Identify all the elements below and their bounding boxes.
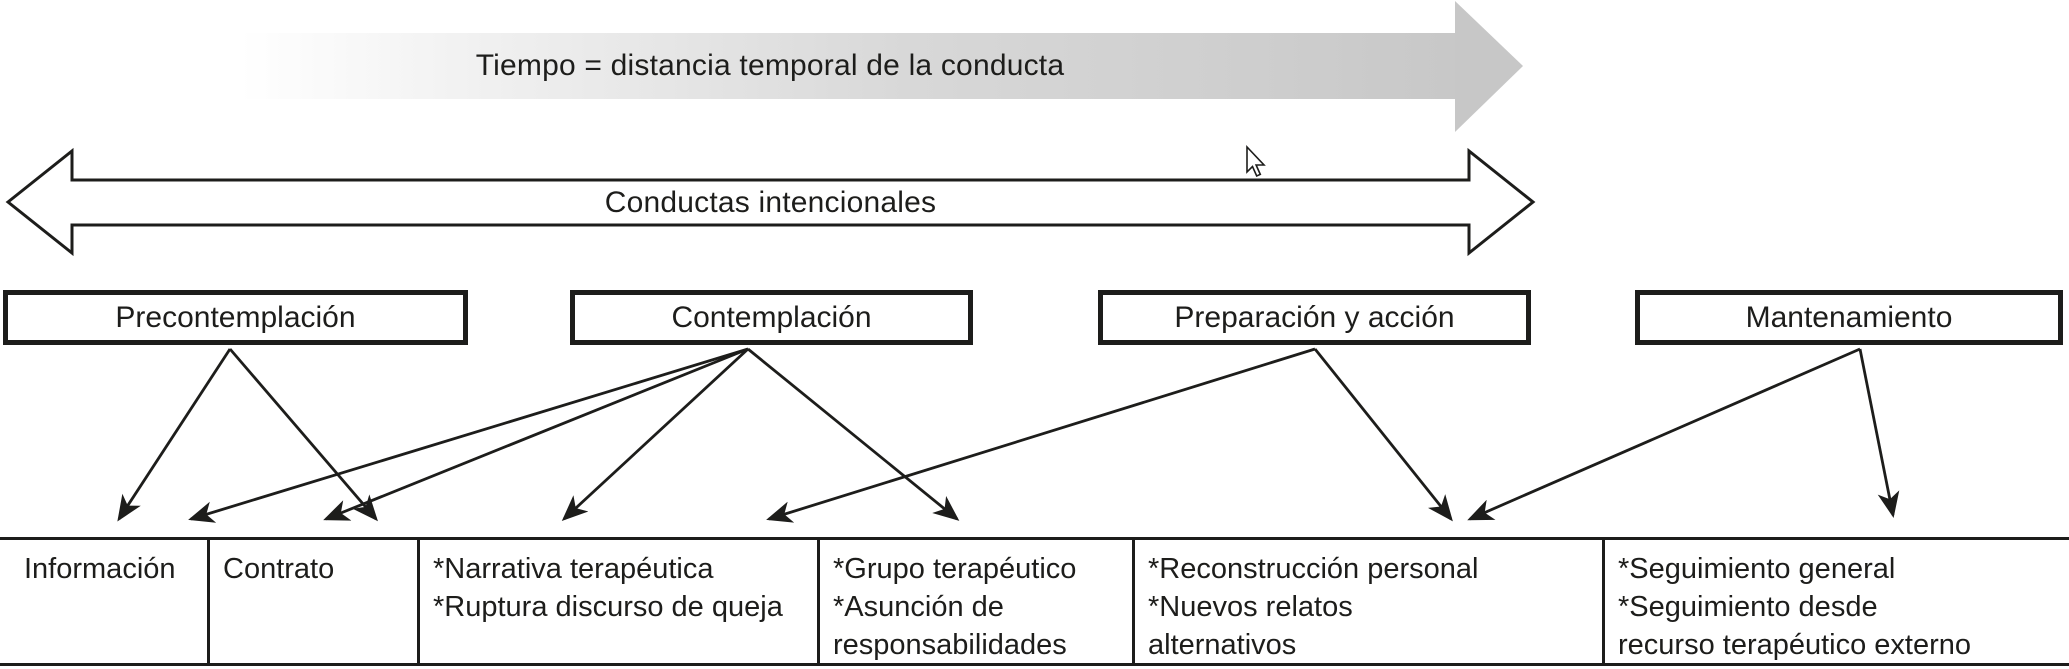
connector-arrow: [117, 348, 232, 522]
connector-arrow: [1467, 347, 1861, 521]
connector-arrow: [1313, 348, 1453, 522]
table-cell-seguimiento: *Seguimiento general *Seguimiento desde …: [1618, 553, 1972, 661]
techniques-table: Información Contrato *Narrativa terapéut…: [0, 537, 2069, 666]
stage-box-contemplacion: Contemplación: [570, 290, 973, 345]
stage-box-mantenamiento: Mantenamiento: [1635, 290, 2063, 345]
table-cell-grupo: *Grupo terapéutico *Asunción de responsa…: [820, 540, 1135, 663]
connector-arrow: [323, 347, 749, 521]
connector-arrow: [747, 347, 960, 521]
table-cell-narrativa: *Narrativa terapéutica *Ruptura discurso…: [420, 540, 820, 663]
stage-box-preparacion-y-accion: Preparación y acción: [1098, 290, 1531, 345]
connector-arrow: [188, 347, 749, 523]
connector-arrow: [766, 347, 1316, 523]
stage-to-cell-connectors: [117, 347, 1900, 523]
mouse-cursor-icon: [1246, 144, 1266, 178]
table-cell-reconstruccion: *Reconstrucción personal *Nuevos relatos…: [1135, 540, 1605, 663]
double-arrow-label: Conductas intencionales: [604, 185, 937, 219]
connector-arrow: [1858, 348, 1900, 518]
time-arrow-label: Tiempo = distancia temporal de la conduc…: [475, 49, 1065, 82]
connector-arrow: [228, 348, 378, 522]
table-cell-informacion: Información: [0, 540, 210, 663]
connector-arrow: [561, 347, 749, 522]
table-cell-contrato: Contrato: [210, 540, 420, 663]
stage-box-precontemplacion: Precontemplación: [3, 290, 468, 345]
